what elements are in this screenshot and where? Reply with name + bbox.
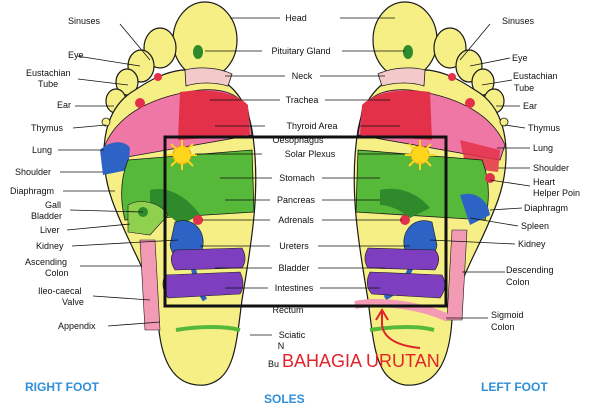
label-left-tube: Tube	[514, 83, 534, 93]
label-left-heart: Heart	[533, 177, 556, 187]
label-solar-plexus: Solar Plexus	[285, 149, 336, 159]
label-right-shoulder: Shoulder	[15, 167, 51, 177]
label-adrenals: Adrenals	[278, 215, 314, 225]
label-neck: Neck	[292, 71, 313, 81]
label-left-sigmoid-colon: Colon	[491, 322, 515, 332]
label-right-ascending: Ascending	[25, 257, 67, 267]
label-left-shoulder: Shoulder	[533, 163, 569, 173]
label-left-diaphragm: Diaphragm	[524, 203, 568, 213]
label-sciatic-n: N	[278, 341, 285, 351]
label-trachea: Trachea	[286, 95, 319, 105]
label-thyroid-area: Thyroid Area	[286, 121, 337, 131]
label-left-thymus: Thymus	[528, 123, 561, 133]
label-right-eustachian: Eustachian	[26, 68, 71, 78]
label-buttocks: Bu	[268, 359, 279, 369]
label-bladder: Bladder	[278, 263, 309, 273]
overlay-caption: BAHAGIA URUTAN	[282, 351, 440, 371]
label-left-eustachian: Eustachian	[513, 71, 558, 81]
label-left-sinuses: Sinuses	[502, 16, 535, 26]
label-left-helper-point: Helper Poin	[533, 188, 580, 198]
title-soles: SOLES	[264, 392, 305, 406]
label-right-appendix: Appendix	[58, 321, 96, 331]
left-solar-plexus-icon	[405, 140, 435, 170]
label-right-gall-bladder: Bladder	[31, 211, 62, 221]
label-left-sigmoid: Sigmoid	[491, 310, 524, 320]
right-adrenal-dot	[193, 215, 203, 225]
label-right-lung: Lung	[32, 145, 52, 155]
label-right-gall: Gall	[45, 200, 61, 210]
label-right-ileo-caecal: Ileo-caecal	[38, 286, 82, 296]
label-ureters: Ureters	[279, 241, 309, 251]
label-sciatic: Sciatic	[279, 330, 306, 340]
label-pituitary-gland: Pituitary Gland	[271, 46, 330, 56]
label-oesophagus: Oesophagus	[272, 135, 324, 145]
highlight-box	[163, 135, 448, 308]
center-labels: Head Pituitary Gland Neck Trachea Thyroi…	[268, 13, 338, 369]
label-right-liver: Liver	[40, 225, 60, 235]
red-arrow-icon	[375, 308, 421, 349]
right-solar-plexus-icon	[167, 140, 197, 170]
label-left-descending-colon: Colon	[506, 277, 530, 287]
label-left-spleen: Spleen	[521, 221, 549, 231]
label-right-thymus: Thymus	[31, 123, 64, 133]
label-right-diaphragm: Diaphragm	[10, 186, 54, 196]
label-left-kidney: Kidney	[518, 239, 546, 249]
label-right-tube: Tube	[38, 79, 58, 89]
label-right-kidney: Kidney	[36, 241, 64, 251]
label-right-ascending-colon: Colon	[45, 268, 69, 278]
left-big-toe	[372, 1, 438, 79]
title-right-foot: RIGHT FOOT	[25, 380, 100, 394]
label-head: Head	[285, 13, 307, 23]
label-rectum: Rectum	[272, 305, 303, 315]
label-stomach: Stomach	[279, 173, 315, 183]
label-left-ear: Ear	[523, 101, 537, 111]
label-pancreas: Pancreas	[277, 195, 316, 205]
left-foot	[353, 1, 509, 386]
left-foot-labels: Sinuses Eye Eustachian Tube Ear Thymus L…	[491, 16, 580, 332]
label-left-eye: Eye	[512, 53, 528, 63]
label-intestines: Intestines	[275, 283, 314, 293]
title-left-foot: LEFT FOOT	[481, 380, 548, 394]
label-right-ear: Ear	[57, 100, 71, 110]
label-left-lung: Lung	[533, 143, 553, 153]
right-foot-labels: Sinuses Eye Eustachian Tube Ear Thymus L…	[10, 16, 101, 331]
label-left-descending: Descending	[506, 265, 554, 275]
label-right-sinuses: Sinuses	[68, 16, 101, 26]
right-big-toe	[172, 1, 238, 79]
leader-lines	[58, 17, 531, 336]
right-foot	[100, 1, 257, 386]
left-adrenal-dot	[400, 215, 410, 225]
label-right-valve: Valve	[62, 297, 84, 307]
label-right-eye: Eye	[68, 50, 84, 60]
